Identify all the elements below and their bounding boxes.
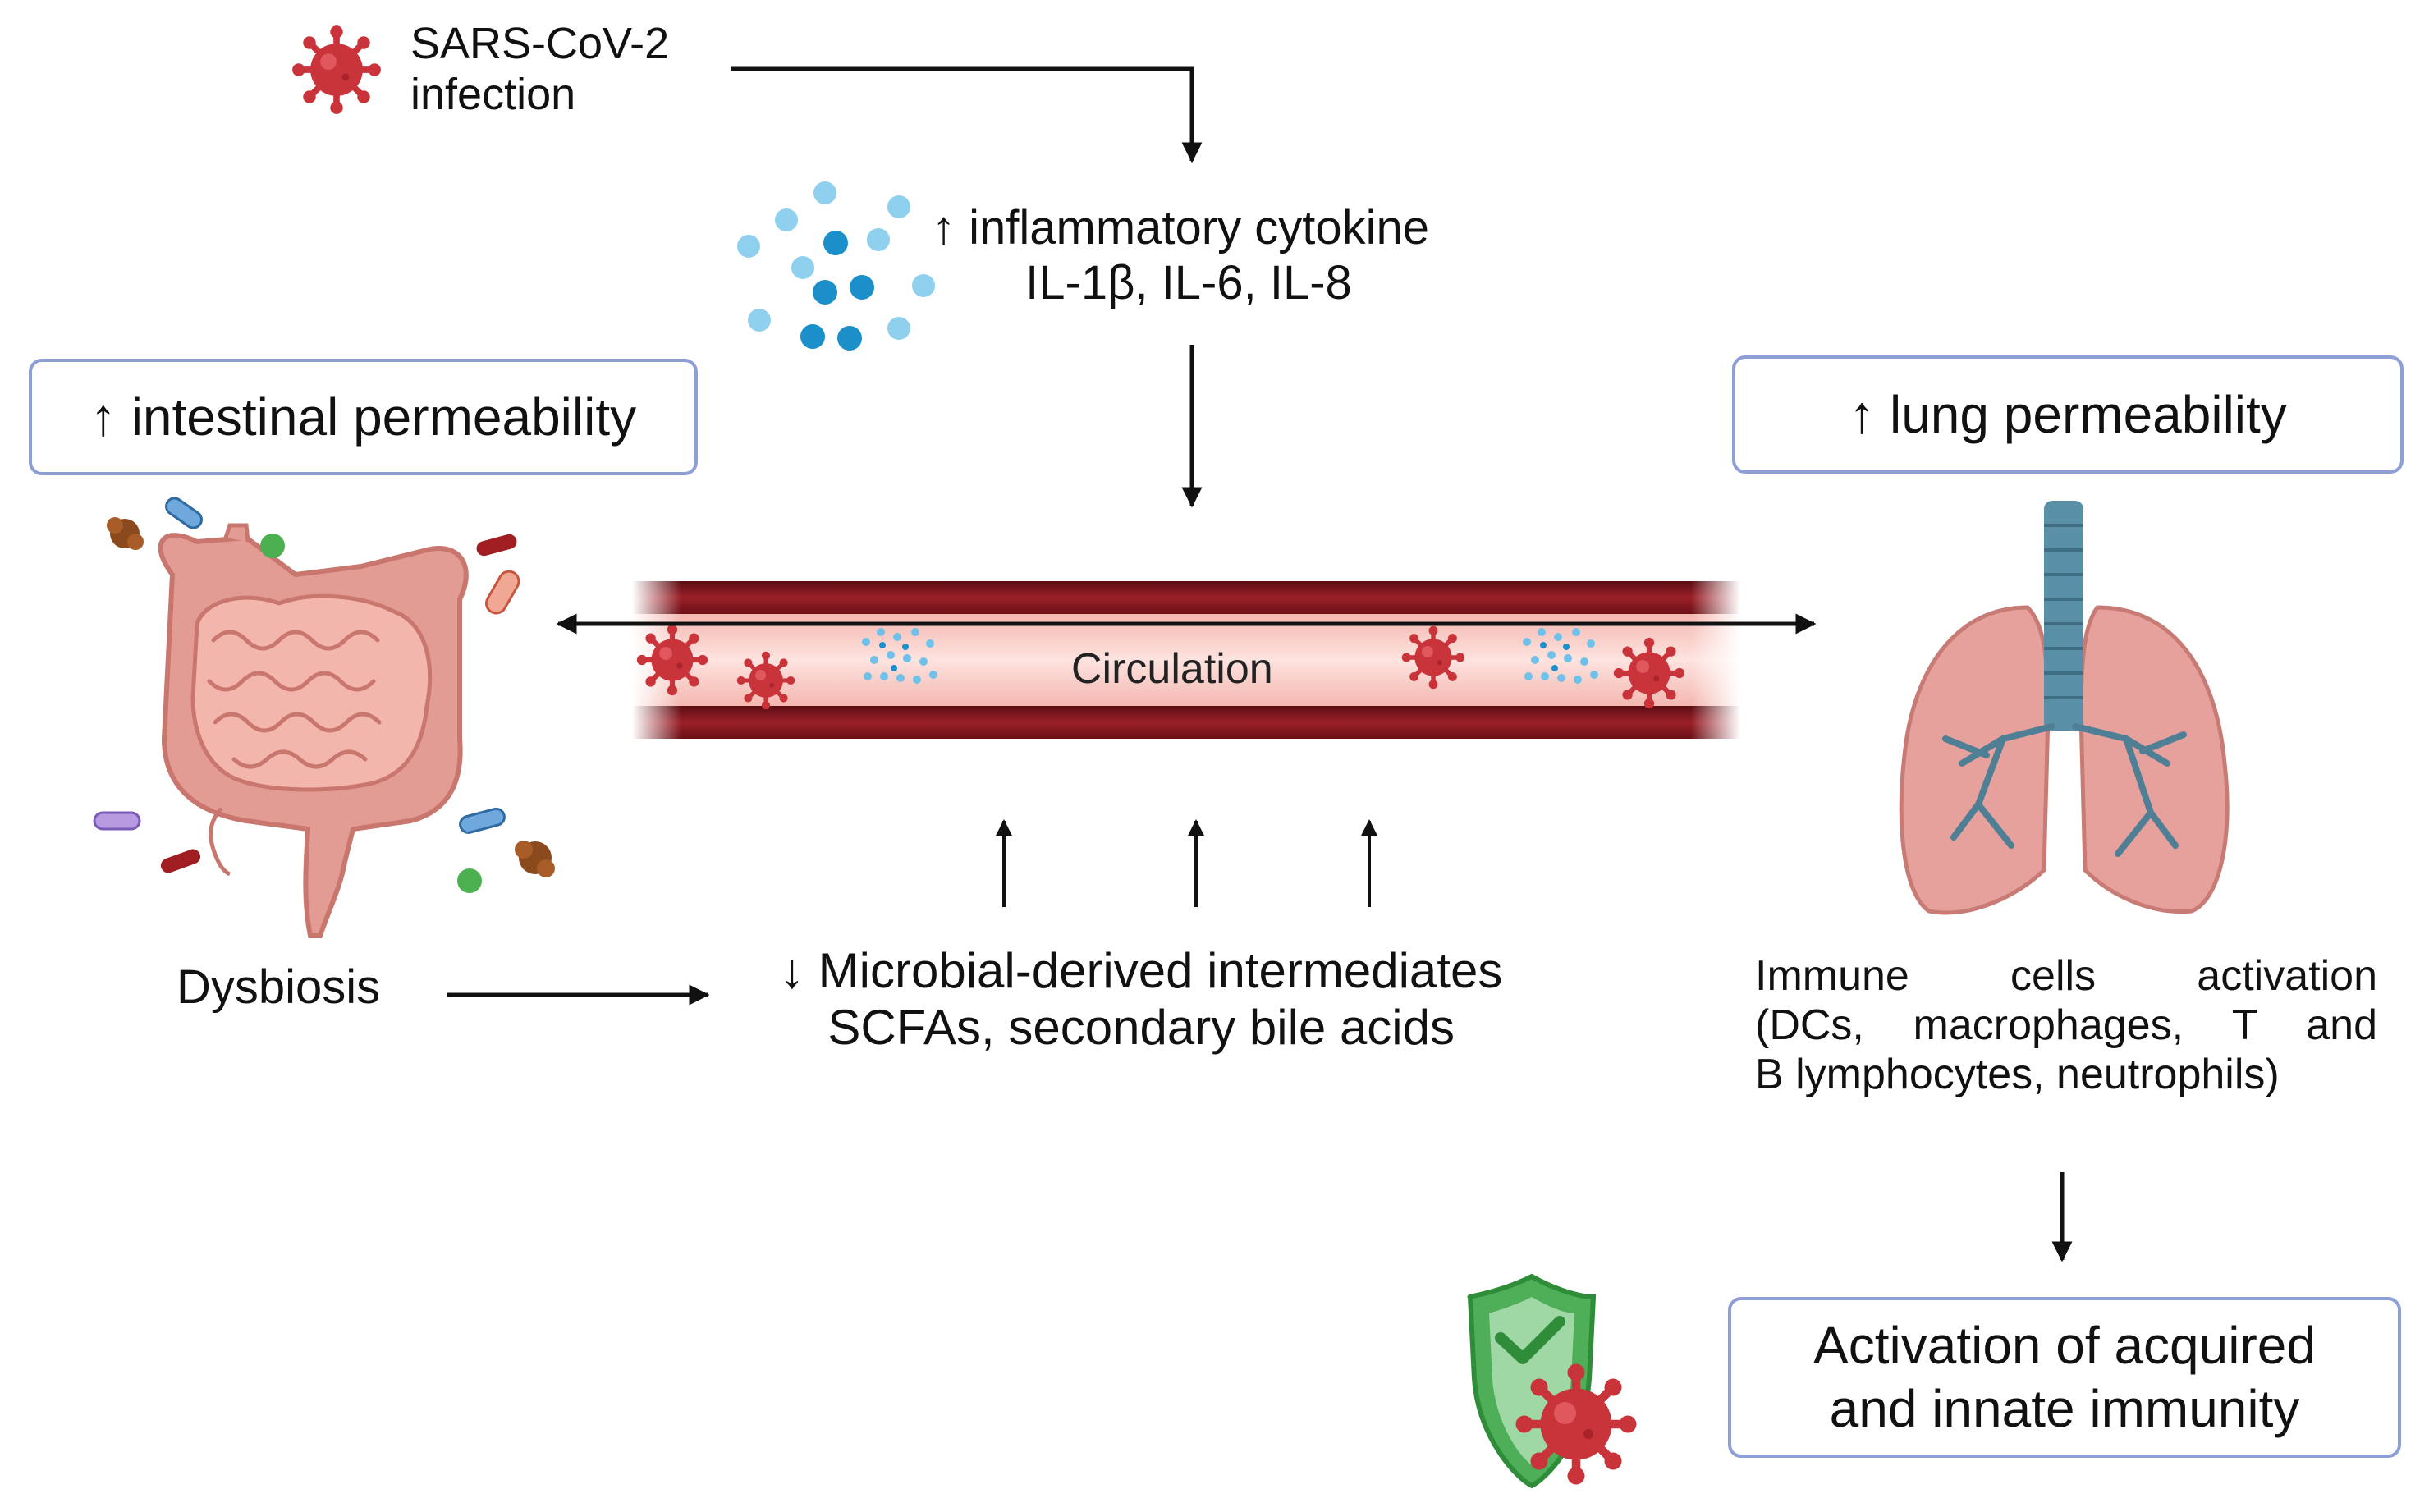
cytokine-label: ↑ inflammatory cytokine IL-1β, IL-6, IL-… — [932, 201, 1429, 310]
metabolites-line1: ↓ Microbial-derived intermediates — [780, 943, 1503, 998]
immunity-line1: Activation of acquired — [1813, 1316, 2316, 1376]
cytokine-cluster-icon — [737, 181, 935, 351]
lung-permeability-box: ↑ lung permeability — [1732, 355, 2404, 474]
immunity-activation-text: Activation of acquired and innate immuni… — [1813, 1314, 2316, 1441]
immune-activation-label: Immune cells activation (DCs, macrophage… — [1755, 952, 2377, 1099]
immunity-activation-box: Activation of acquired and innate immuni… — [1728, 1297, 2401, 1458]
metabolites-line2: SCFAs, secondary bile acids — [827, 1000, 1455, 1055]
infection-line1: SARS-CoV-2 — [410, 19, 670, 68]
immune-line2: (DCs, macrophages, T and — [1755, 1001, 2377, 1049]
arrow-infection-to-cytokine — [731, 66, 1203, 163]
cytokine-line2: IL-1β, IL-6, IL-8 — [1025, 255, 1352, 309]
shield-check-icon — [1467, 1273, 1637, 1489]
intestinal-permeability-box: ↑ intestinal permeability — [29, 359, 698, 475]
immunity-line2: and innate immunity — [1829, 1379, 2300, 1438]
lung-icon — [1899, 501, 2230, 915]
infection-label: SARS-CoV-2 infection — [410, 18, 669, 120]
intestinal-permeability-label: ↑ intestinal permeability — [89, 387, 637, 447]
virus-icon — [292, 25, 381, 114]
circulation-label: Circulation — [1071, 645, 1273, 693]
immune-line1: Immune cells activation — [1755, 952, 2377, 1000]
dysbiosis-label: Dysbiosis — [176, 960, 381, 1014]
immune-line3: B lymphocytes, neutrophils) — [1755, 1050, 2280, 1098]
cytokine-line1: ↑ inflammatory cytokine — [932, 201, 1429, 254]
infection-line2: infection — [410, 70, 576, 120]
metabolites-label: ↓ Microbial-derived intermediates SCFAs,… — [780, 942, 1502, 1056]
intestine-icon — [93, 497, 555, 938]
lung-permeability-label: ↑ lung permeability — [1849, 384, 2287, 444]
arrows-metabolites-to-circulation — [996, 819, 1377, 907]
